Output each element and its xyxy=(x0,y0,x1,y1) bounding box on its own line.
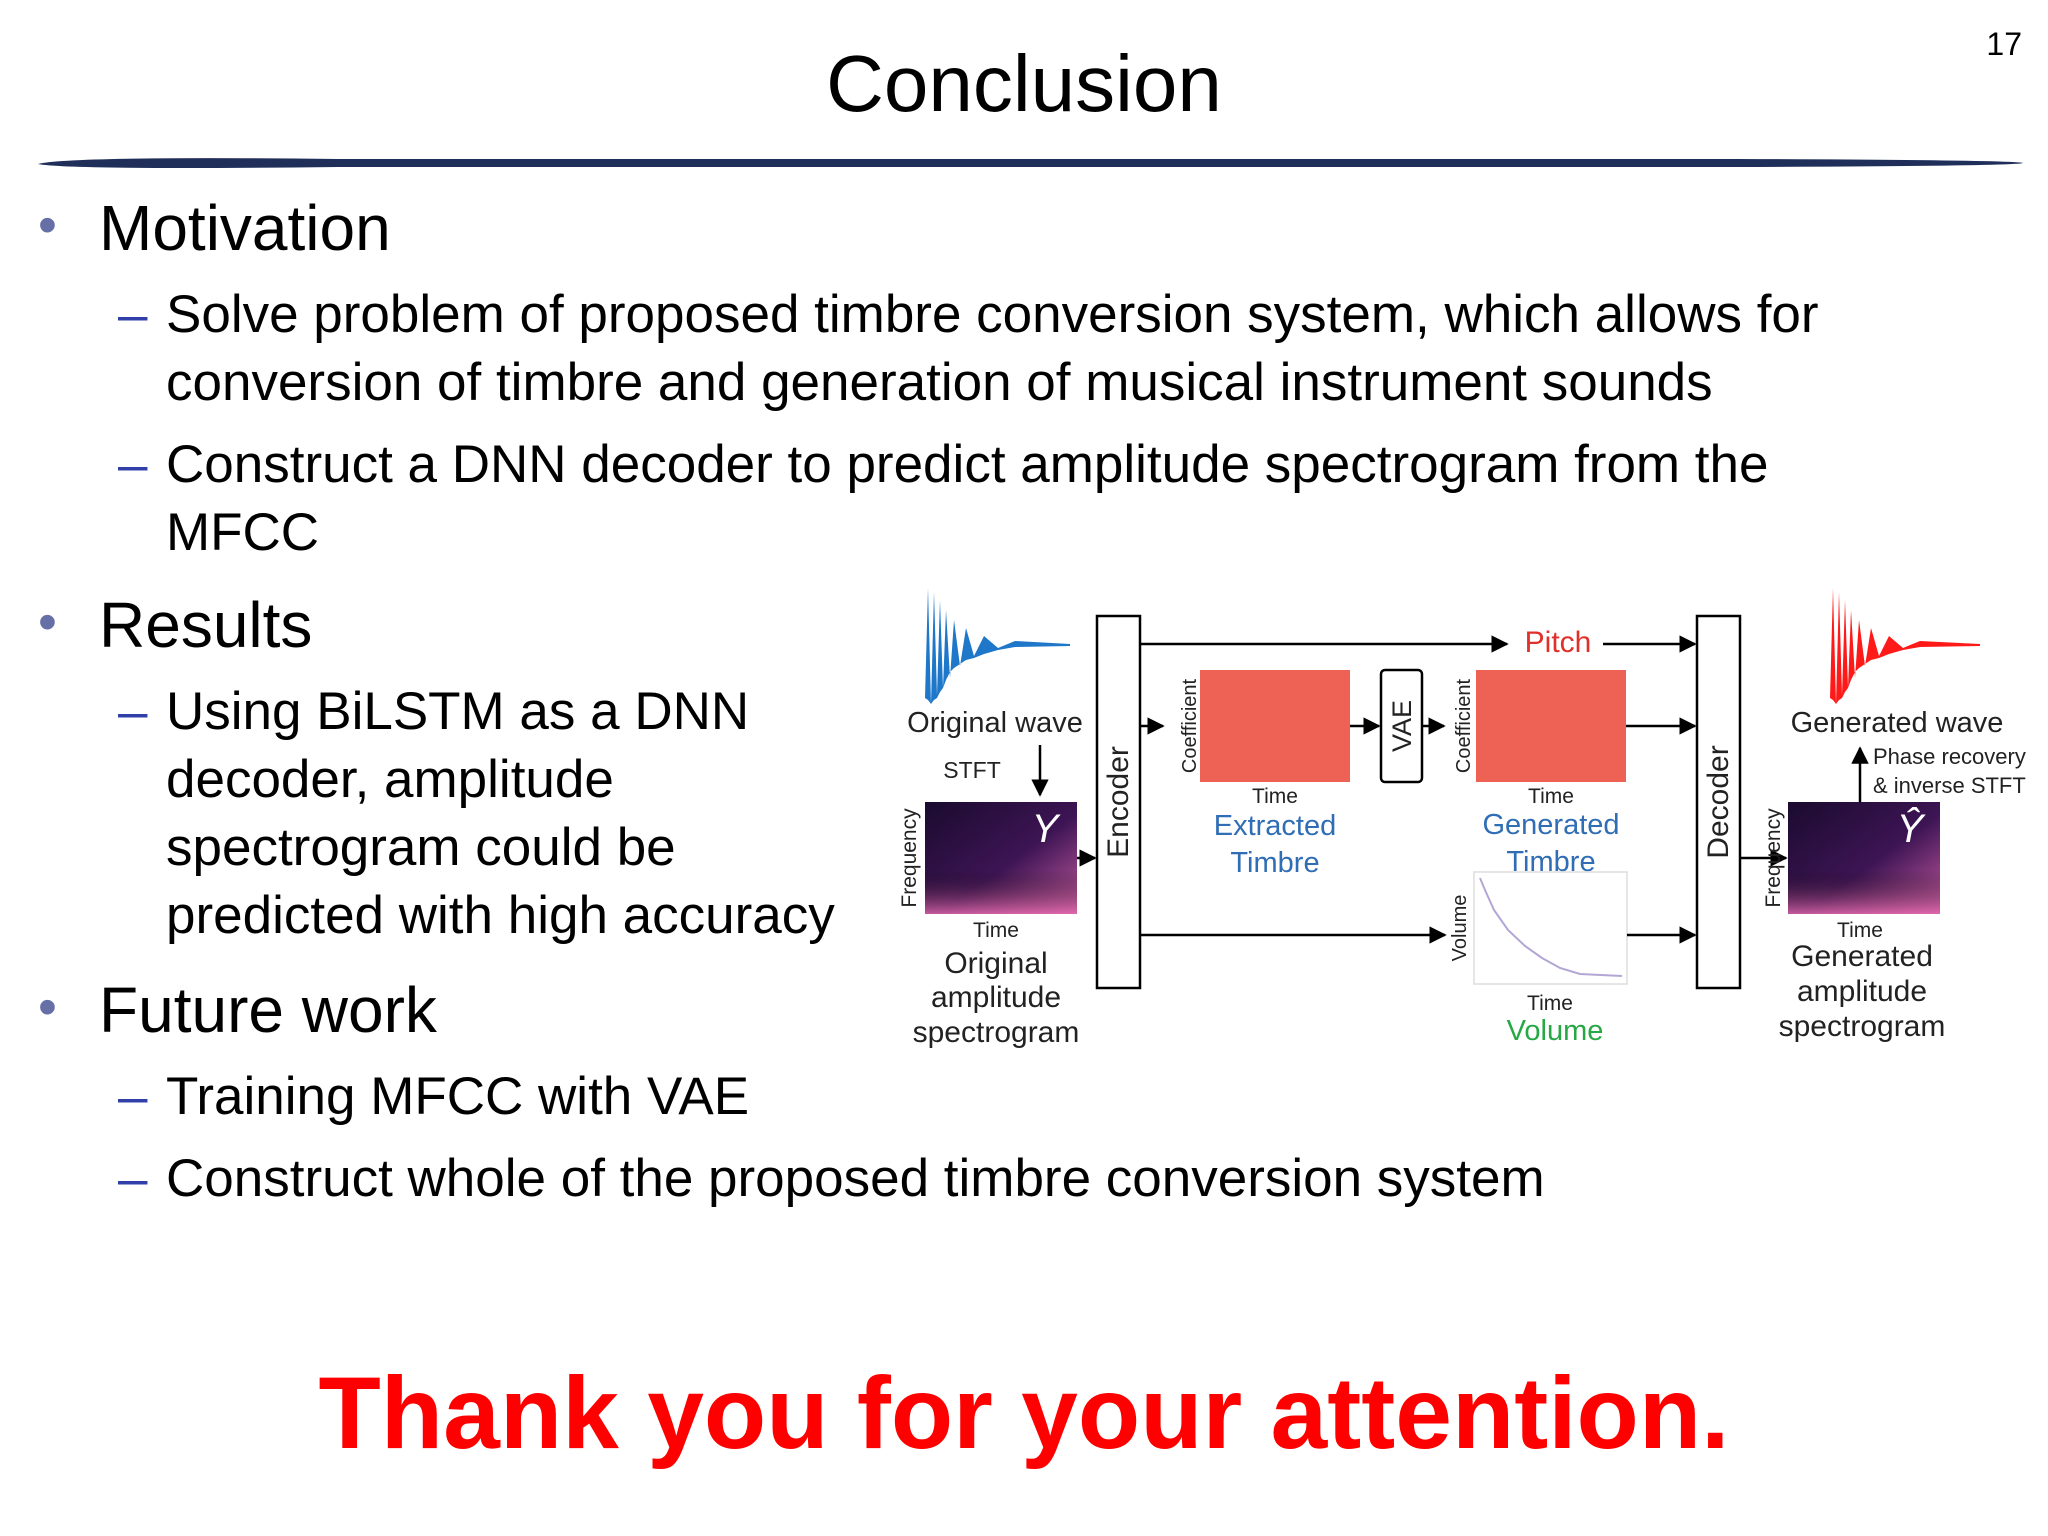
item-line: predicted with high accuracy xyxy=(166,886,835,945)
generated-spec-line: spectrogram xyxy=(1779,1010,1946,1043)
original-spec-line: amplitude xyxy=(931,981,1061,1014)
item-line: Using BiLSTM as a DNN xyxy=(166,682,750,741)
original-wave-icon xyxy=(925,588,1070,704)
dash-icon: – xyxy=(118,435,148,494)
dash-icon: – xyxy=(118,285,148,344)
time-label: Time xyxy=(1528,785,1574,808)
section-heading: Future work xyxy=(99,974,437,1046)
encoder-label: Encoder xyxy=(1102,746,1135,858)
volume-label: Volume xyxy=(1507,1015,1604,1047)
slide-number: 17 xyxy=(1986,26,2022,62)
generated-timbre-matrix xyxy=(1476,670,1626,782)
generated-spec-line: amplitude xyxy=(1797,975,1927,1008)
original-spec-line: spectrogram xyxy=(913,1016,1080,1049)
frequency-label: Frequency xyxy=(898,808,921,908)
slide-title: Conclusion xyxy=(826,39,1222,128)
original-wave-label: Original wave xyxy=(907,707,1083,739)
item-line: Construct a DNN decoder to predict ampli… xyxy=(166,435,1769,494)
time-label: Time xyxy=(973,919,1019,942)
decoder-block xyxy=(1695,614,1742,990)
dash-icon: – xyxy=(118,1067,148,1126)
item-line: spectrogram could be xyxy=(166,818,676,877)
item-line: MFCC xyxy=(166,503,320,562)
time-label: Time xyxy=(1527,992,1573,1015)
extracted-timbre-line: Extracted xyxy=(1214,810,1337,842)
y-symbol: Y xyxy=(1032,807,1062,851)
item-line: Solve problem of proposed timbre convers… xyxy=(166,285,1819,344)
time-label: Time xyxy=(1252,785,1298,808)
y-hat-symbol: Ŷ xyxy=(1897,806,1927,851)
timbre-conversion-diagram: Original wave STFT Y Frequency Time Orig… xyxy=(880,580,2048,1070)
encoder-block xyxy=(1095,614,1142,990)
volume-plot xyxy=(1473,871,1628,985)
stft-label: STFT xyxy=(943,757,1001,783)
bullet-dot-icon: • xyxy=(38,195,57,255)
item-line: decoder, amplitude xyxy=(166,750,614,809)
section-heading: Results xyxy=(99,589,313,661)
decoder-label: Decoder xyxy=(1702,745,1735,858)
generated-timbre-line: Generated xyxy=(1482,809,1619,841)
generated-wave-label: Generated wave xyxy=(1791,707,2004,739)
phase-recovery-line: & inverse STFT xyxy=(1873,773,2026,798)
coefficient-label: Coefficient xyxy=(1453,678,1475,773)
dash-icon: – xyxy=(118,682,148,741)
dash-icon: – xyxy=(118,1149,148,1208)
phase-recovery-line: Phase recovery xyxy=(1873,744,2026,769)
pitch-label: Pitch xyxy=(1525,626,1592,659)
bullet-dot-icon: • xyxy=(38,977,57,1037)
item-line: Training MFCC with VAE xyxy=(166,1067,750,1126)
item-line: conversion of timbre and generation of m… xyxy=(166,353,1713,412)
section-heading: Motivation xyxy=(99,192,391,264)
generated-spec-line: Generated xyxy=(1791,940,1933,973)
original-spec-line: Original xyxy=(944,947,1047,980)
title-underline xyxy=(38,158,2023,168)
vae-label: VAE xyxy=(1387,700,1417,752)
bullet-dot-icon: • xyxy=(38,592,57,652)
coefficient-label: Coefficient xyxy=(1179,678,1201,773)
volume-axis-label: Volume xyxy=(1449,895,1471,962)
item-line: Construct whole of the proposed timbre c… xyxy=(166,1149,1545,1208)
closing-message: Thank you for your attention. xyxy=(318,1356,1730,1470)
extracted-timbre-line: Timbre xyxy=(1230,847,1319,879)
time-label: Time xyxy=(1837,919,1883,942)
frequency-label: Frequency xyxy=(1762,808,1785,908)
extracted-timbre-matrix xyxy=(1200,670,1350,782)
generated-wave-icon xyxy=(1830,588,1980,704)
